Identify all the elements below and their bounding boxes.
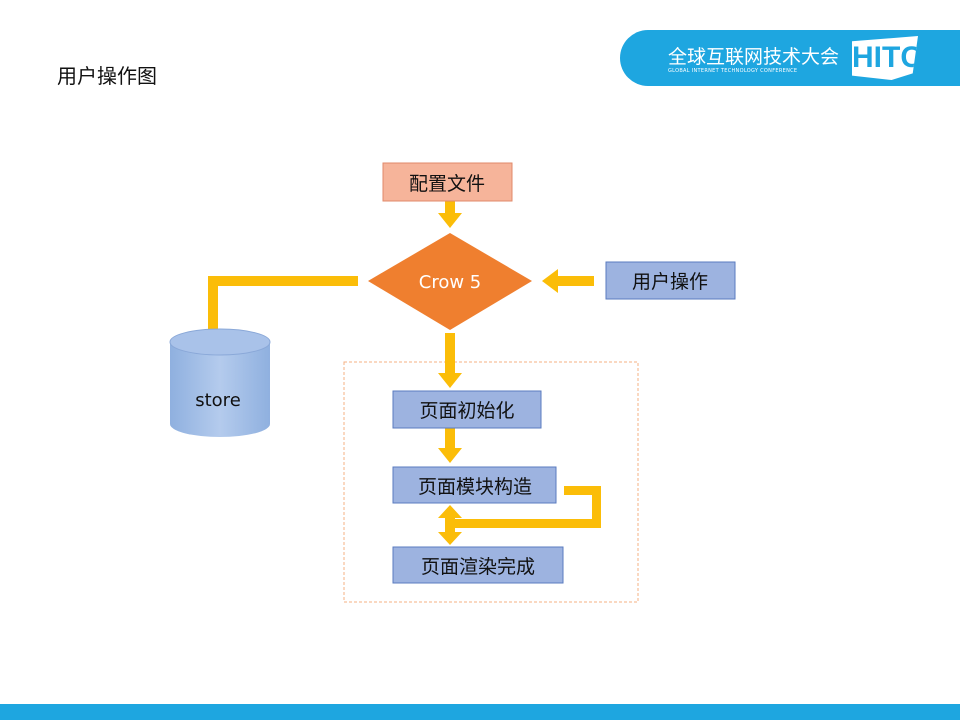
svg-text:页面渲染完成: 页面渲染完成: [421, 556, 535, 578]
slide-title: 用户操作图: [57, 64, 157, 88]
footer-bar: [0, 704, 960, 720]
svg-text:store: store: [195, 390, 241, 411]
step-page-init: 页面初始化: [392, 390, 542, 429]
logo-mark: HITC: [852, 36, 918, 80]
svg-text:用户操作: 用户操作: [632, 271, 708, 293]
arrow-module-loop: [438, 486, 601, 545]
arrow-init-to-module: [438, 428, 462, 463]
svg-text:Crow 5: Crow 5: [419, 272, 481, 293]
step-module-build: 页面模块构造: [392, 466, 557, 504]
svg-text:配置文件: 配置文件: [409, 173, 485, 195]
config-file-node: 配置文件: [382, 162, 513, 202]
store-database-icon: store: [169, 328, 271, 437]
core-decision-node: Crow 5: [368, 233, 532, 330]
user-action-node: 用户操作: [605, 261, 736, 300]
arrow-user-to-core: [542, 269, 594, 293]
svg-text:页面初始化: 页面初始化: [419, 400, 514, 422]
arrow-core-to-init: [438, 333, 462, 388]
step-render-done: 页面渲染完成: [392, 546, 564, 584]
steps-group-border: [343, 361, 639, 603]
arrow-config-to-core: [438, 201, 462, 228]
logo-cn-text: 全球互联网技术大会: [668, 46, 840, 68]
svg-text:页面模块构造: 页面模块构造: [418, 476, 532, 498]
conference-logo: 全球互联网技术大会 GLOBAL INTERNET TECHNOLOGY CON…: [620, 30, 960, 86]
logo-en-text: GLOBAL INTERNET TECHNOLOGY CONFERENCE: [668, 68, 798, 74]
